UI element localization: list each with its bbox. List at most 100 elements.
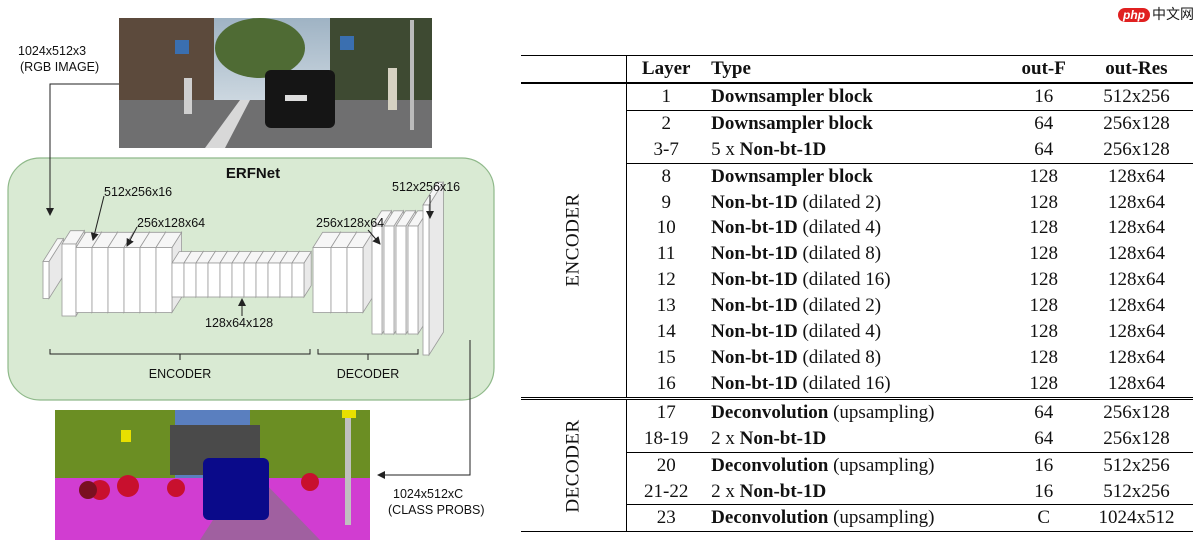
type-name: Non-bt-1D (739, 138, 827, 160)
type-name: Non-bt-1D (711, 321, 798, 343)
layer-block (267, 262, 281, 298)
encoder-group-text: ENCODER (562, 193, 584, 287)
type-name: Downsampler block (711, 165, 873, 187)
layer-block (422, 204, 430, 356)
type-detail: (dilated 8) (797, 346, 882, 368)
layer-block (42, 261, 50, 299)
type-prefix: 5 x (711, 138, 740, 160)
header-layer: Layer (626, 55, 706, 84)
type-cell: Non-bt-1D (dilated 2) (705, 190, 1007, 216)
type-detail: (dilated 8) (797, 243, 882, 265)
out-f-cell: 64 (1034, 427, 1054, 449)
layer-block (255, 262, 269, 298)
type-prefix: 2 x (711, 427, 740, 449)
out-f-cell: 128 (1029, 269, 1058, 291)
out-res-cell: 128x64 (1107, 372, 1165, 394)
layer-cell: 12 (656, 269, 676, 291)
out-res-cell: 128x64 (1107, 346, 1165, 368)
type-cell: Non-bt-1D (dilated 16) (705, 267, 1007, 293)
table-row: 18-19 2 x Non-bt-1D 64 256x128 (521, 426, 1193, 452)
layer-block (195, 262, 209, 298)
type-detail: (upsampling) (828, 507, 935, 529)
out-f-cell: 128 (1029, 321, 1058, 343)
layer-block (123, 247, 141, 313)
layer-blocks (42, 180, 445, 357)
type-detail: (upsampling) (828, 454, 935, 476)
layer-block (346, 247, 364, 313)
output-dim-label: 1024x512xC (393, 487, 463, 501)
encoder-group-label: ENCODER (521, 82, 628, 399)
layer-cell: 20 (626, 451, 706, 479)
out-res-cell: 512x256 (1103, 85, 1170, 107)
out-res-cell: 256x128 (1103, 427, 1170, 449)
out-f-cell: C (1007, 504, 1080, 532)
out-res-cell: 256x128 (1079, 396, 1193, 426)
out-f-cell: 16 (1007, 451, 1080, 479)
dec-dim-label-2: 512x256x16 (392, 180, 460, 194)
out-f-cell: 128 (1007, 162, 1080, 190)
type-detail: (dilated 16) (797, 372, 891, 394)
out-res-cell: 1024x512 (1079, 504, 1193, 532)
type-cell: Non-bt-1D (dilated 2) (705, 293, 1007, 319)
out-f-cell: 64 (1034, 138, 1054, 160)
header-out-res: out-Res (1079, 55, 1193, 84)
layer-cell: 10 (656, 217, 676, 239)
layer-cell: 18-19 (644, 427, 689, 449)
type-name: Non-bt-1D (711, 346, 798, 368)
type-name: Deconvolution (711, 401, 829, 423)
out-f-cell: 16 (1034, 480, 1054, 502)
out-f-cell: 64 (1007, 396, 1080, 426)
enc-dim-label-2: 256x128x64 (137, 216, 205, 230)
watermark-text: 中文网 (1152, 6, 1194, 22)
layer-block (107, 247, 125, 313)
layer-cell: 11 (657, 243, 676, 265)
type-name: Downsampler block (711, 112, 873, 134)
type-name: Non-bt-1D (739, 427, 827, 449)
layer-block (395, 225, 407, 335)
layer-block (219, 262, 233, 298)
out-res-cell: 128x64 (1107, 295, 1165, 317)
type-name: Non-bt-1D (739, 480, 827, 502)
type-cell: Non-bt-1D (dilated 16) (705, 371, 1007, 398)
type-name: Deconvolution (711, 454, 829, 476)
type-cell: 2 x Non-bt-1D (705, 479, 1007, 505)
type-cell: Deconvolution (upsampling) (705, 451, 1008, 479)
out-f-cell: 128 (1029, 217, 1058, 239)
layer-cell: 15 (656, 346, 676, 368)
input-photo (119, 18, 432, 148)
layer-block-side (428, 180, 444, 357)
type-name: Non-bt-1D (711, 191, 798, 213)
layer-block (407, 225, 419, 335)
out-res-cell: 128x64 (1107, 321, 1165, 343)
layer-cell: 9 (661, 191, 671, 213)
input-dim-label: 1024x512x3 (18, 44, 86, 58)
layer-block (61, 243, 77, 317)
type-name: Non-bt-1D (711, 295, 798, 317)
layer-block (75, 247, 93, 313)
type-name: Non-bt-1D (711, 217, 798, 239)
out-res-cell: 256x128 (1103, 138, 1170, 160)
out-res-cell: 128x64 (1079, 162, 1193, 190)
out-res-cell: 256x128 (1079, 109, 1193, 137)
type-cell: Deconvolution (upsampling) (705, 396, 1008, 426)
layer-cell: 3-7 (653, 138, 679, 160)
header-out-f: out-F (1007, 55, 1080, 84)
layer-cell: 14 (656, 321, 676, 343)
input-type-label: (RGB IMAGE) (20, 60, 99, 74)
diagram-decoder-label: DECODER (337, 367, 400, 381)
out-res-cell: 512x256 (1079, 451, 1193, 479)
decoder-group-label: DECODER (521, 396, 628, 532)
type-cell: 5 x Non-bt-1D (705, 137, 1007, 163)
out-f-cell: 64 (1007, 109, 1080, 137)
layer-cell: 13 (656, 295, 676, 317)
table-row: 3-7 5 x Non-bt-1D 64 256x128 (521, 137, 1193, 163)
